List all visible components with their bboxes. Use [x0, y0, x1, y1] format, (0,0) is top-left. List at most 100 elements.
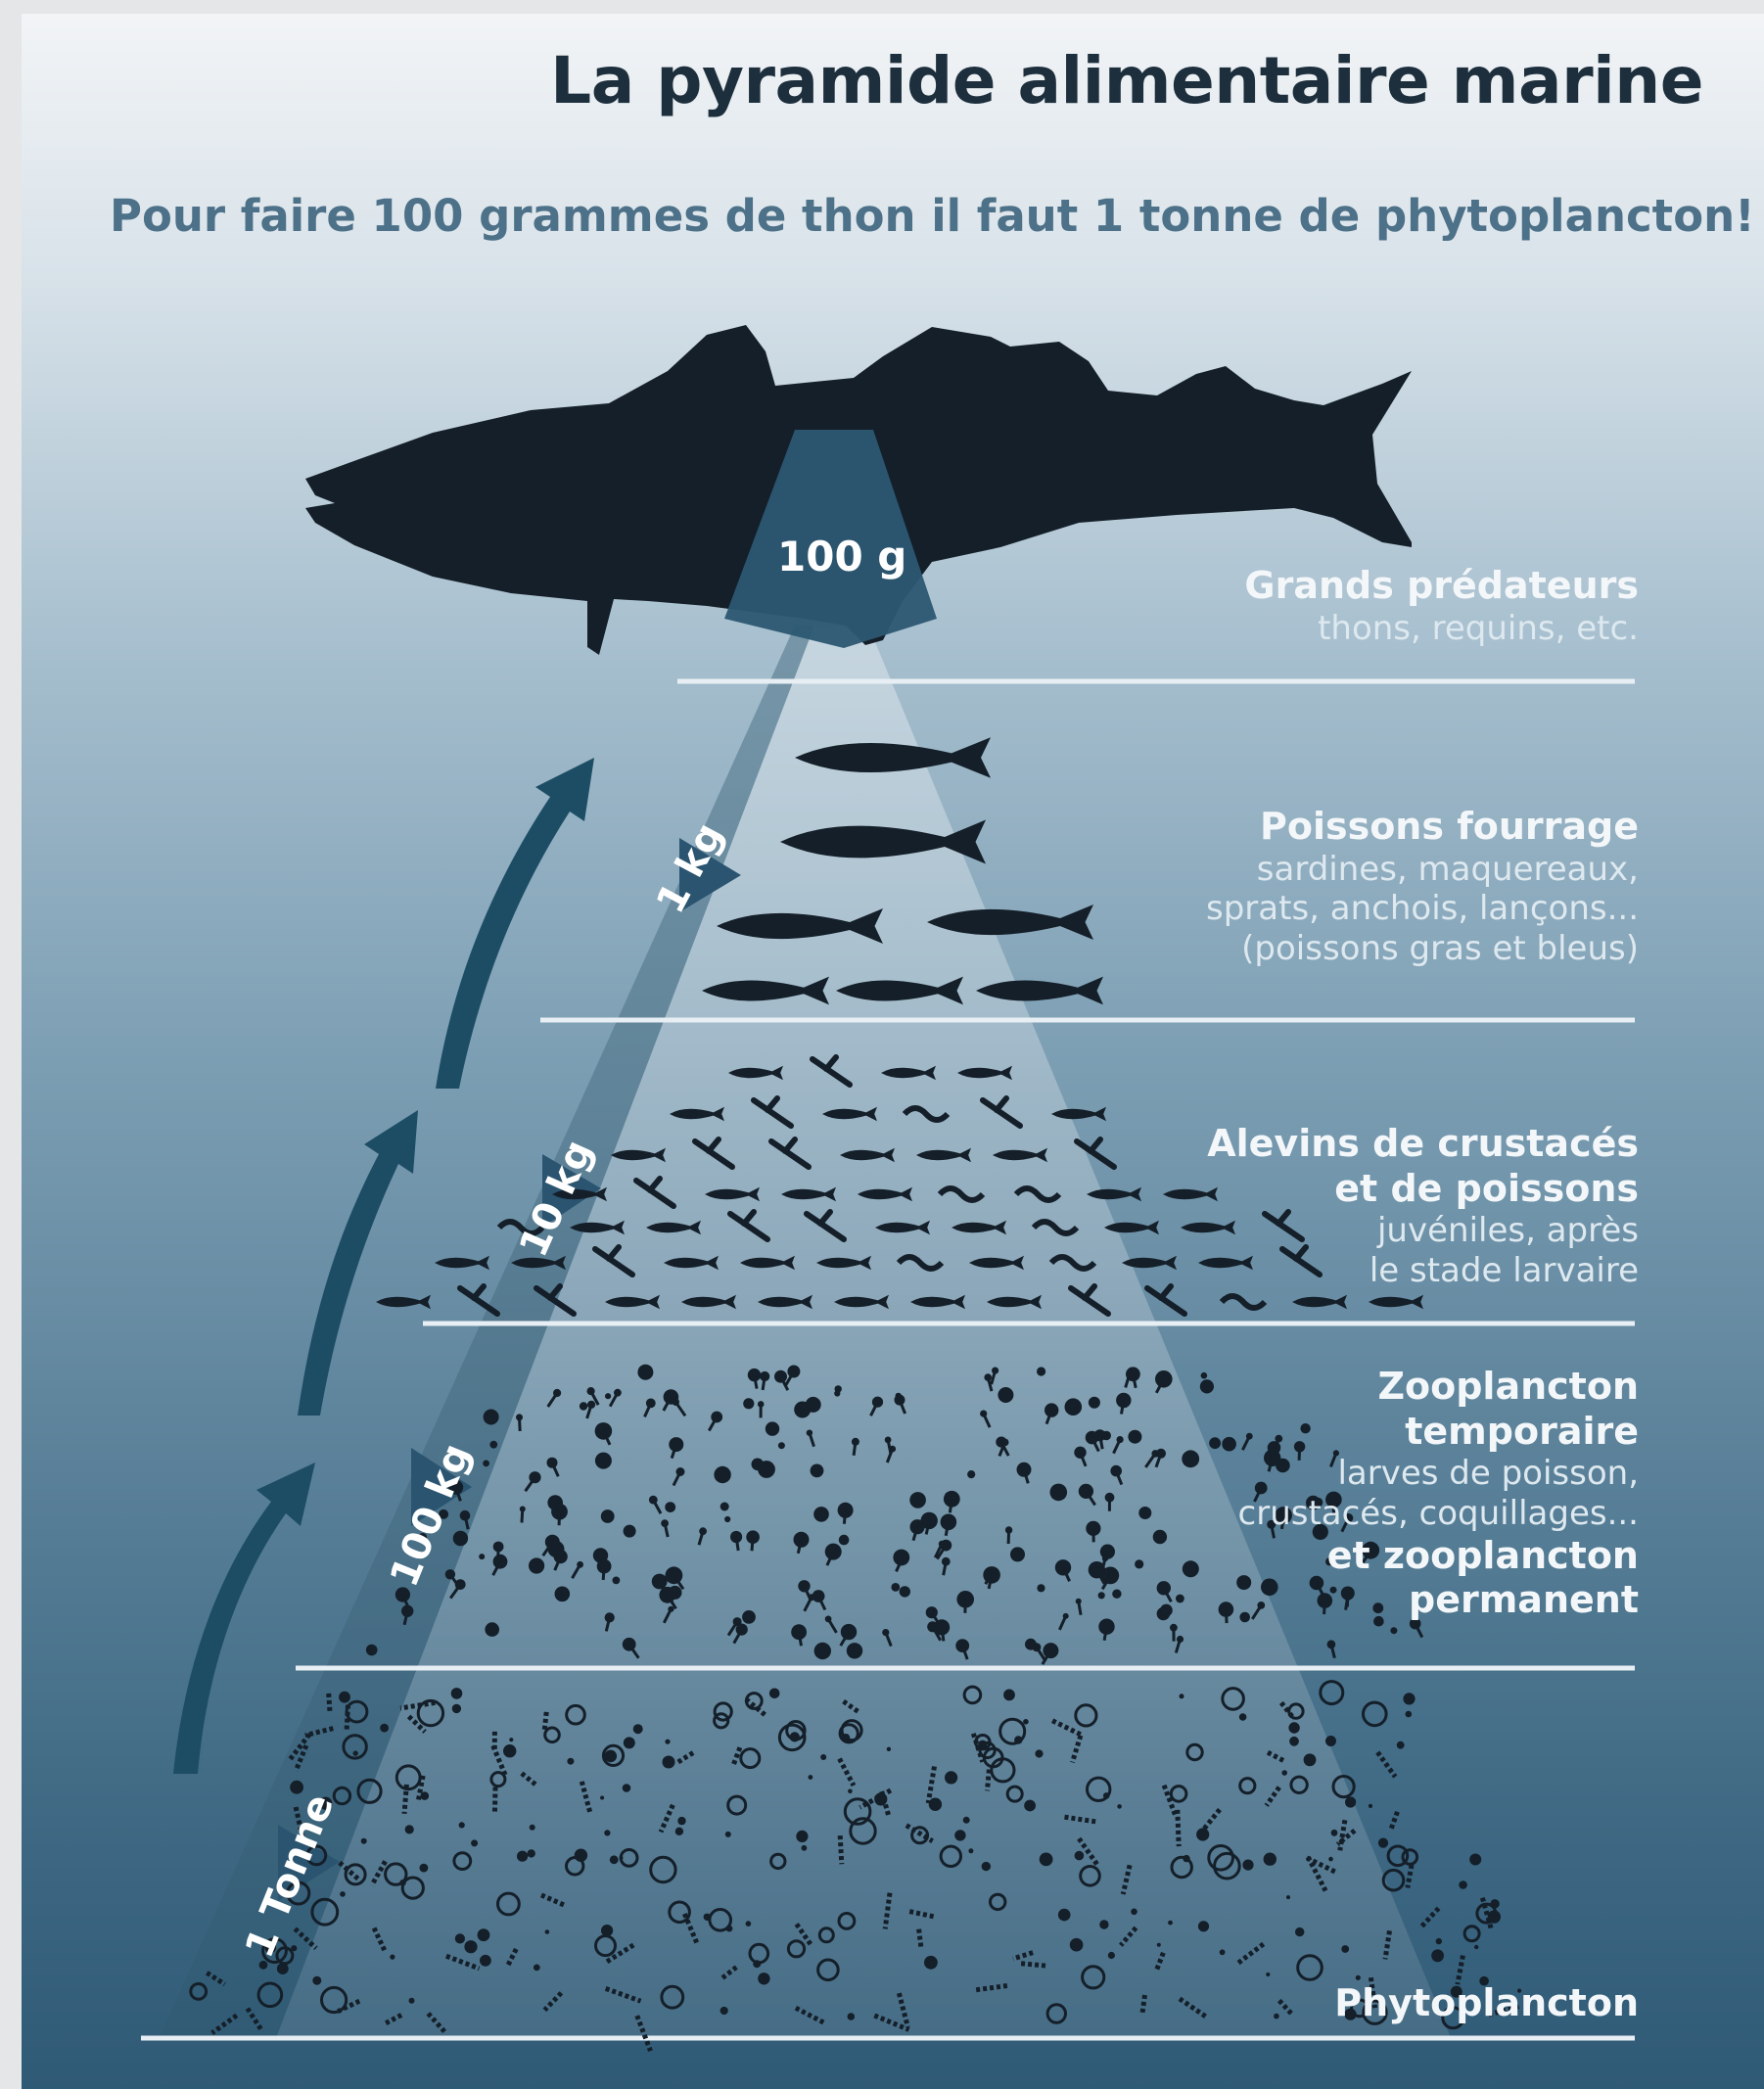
zooplankton-icon [724, 1516, 730, 1522]
phytoplankton-icon [1274, 2014, 1279, 2019]
phytoplankton-icon [1474, 1945, 1478, 1949]
phytoplankton-icon [820, 1754, 826, 1760]
zooplankton-icon [945, 1492, 951, 1498]
phytoplankton-icon [567, 1758, 574, 1765]
phytoplankton-icon [796, 1831, 808, 1842]
zooplankton-icon [624, 1525, 636, 1538]
zooplankton-icon [1110, 1465, 1122, 1477]
phytoplankton-icon [459, 1822, 465, 1828]
zooplankton-icon [752, 1537, 753, 1551]
zooplankton-icon [900, 1586, 910, 1597]
zooplankton-icon [580, 1402, 587, 1410]
phytoplankton-icon [919, 1929, 921, 1948]
phytoplankton-icon [600, 1796, 604, 1800]
zooplankton-icon [1390, 1627, 1397, 1634]
phytoplankton-icon [1286, 1895, 1290, 1899]
zooplankton-icon [1037, 1367, 1045, 1375]
zooplankton-icon [555, 1587, 571, 1602]
level-label-phytoplankton: Phytoplancton [1334, 1981, 1639, 2026]
phytoplankton-icon [1364, 1702, 1387, 1726]
zooplankton-icon [794, 1402, 811, 1418]
phytoplankton-icon [517, 1851, 528, 1862]
upward-arrow-icon [173, 1462, 315, 1774]
zooplankton-icon [967, 1470, 975, 1478]
phytoplankton-icon [758, 1973, 769, 1984]
phytoplankton-icon [1356, 1975, 1361, 1980]
phytoplankton-icon [380, 1724, 389, 1733]
phytoplankton-icon [1403, 1693, 1415, 1704]
zooplankton-icon [603, 1566, 604, 1580]
zooplankton-icon [1112, 1590, 1121, 1599]
zooplankton-icon [637, 1365, 653, 1380]
phytoplankton-icon [1058, 1909, 1071, 1922]
phytoplankton-icon [1378, 1838, 1388, 1848]
phytoplankton-icon [1328, 1857, 1333, 1862]
zooplankton-icon [942, 1627, 944, 1641]
phytoplankton-icon [945, 1771, 957, 1784]
phytoplankton-icon [665, 1740, 670, 1744]
phytoplankton-icon [842, 1734, 850, 1741]
zooplankton-icon [950, 1499, 952, 1512]
zooplankton-icon [814, 1643, 831, 1659]
phytoplankton-icon [1024, 1800, 1036, 1812]
level-label-forage: Poissons fourrage sardines, maquereaux, … [1206, 805, 1639, 969]
zooplankton-icon [763, 1376, 765, 1390]
zooplankton-icon [896, 1393, 902, 1399]
zooplankton-icon [1025, 1639, 1037, 1650]
phytoplankton-icon [1183, 1855, 1189, 1862]
level-name-line: et de poissons [1207, 1167, 1639, 1212]
level-name-line: Alevins de crustacés [1207, 1122, 1639, 1167]
zooplankton-icon [844, 1510, 845, 1524]
phytoplankton-icon [790, 1732, 800, 1741]
zooplankton-icon [1153, 1530, 1167, 1544]
phytoplankton-icon [624, 1737, 635, 1748]
zooplankton-icon [736, 1624, 748, 1636]
phytoplankton-icon [471, 1839, 478, 1846]
phytoplankton-icon [353, 1750, 358, 1755]
phytoplankton-icon [1369, 1804, 1372, 1808]
zooplankton-icon [720, 1503, 729, 1511]
level-extra-line: permanent [1238, 1578, 1639, 1623]
zooplankton-icon [1050, 1484, 1068, 1502]
phytoplankton-icon [545, 1929, 550, 1934]
phytoplankton-icon [677, 1817, 685, 1825]
phytoplankton-icon [528, 1849, 535, 1857]
phytoplankton-icon [1168, 1921, 1173, 1926]
zooplankton-icon [1010, 1547, 1025, 1561]
level-name: Poissons fourrage [1206, 805, 1639, 850]
zooplankton-icon [1222, 1437, 1236, 1452]
zooplankton-icon [1226, 1609, 1227, 1623]
level-name: Grands prédateurs [1244, 564, 1639, 609]
phytoplankton-icon [1003, 1690, 1015, 1701]
phytoplankton-icon [1198, 1921, 1209, 1931]
zooplankton-icon [834, 1390, 840, 1396]
phytoplankton-icon [604, 1830, 610, 1835]
phytoplankton-icon [480, 1955, 491, 1967]
zooplankton-icon [743, 1398, 754, 1409]
phytoplankton-icon [1014, 1736, 1022, 1743]
phytoplankton-icon [1388, 1846, 1408, 1866]
zooplankton-icon [601, 1509, 615, 1523]
phytoplankton-icon [1325, 1736, 1336, 1746]
zooplankton-icon [1089, 1397, 1100, 1409]
zooplankton-icon [909, 1492, 926, 1509]
phytoplankton-icon [610, 1855, 619, 1864]
zooplankton-icon [811, 1464, 824, 1478]
phytoplankton-icon [503, 1744, 516, 1757]
zooplankton-icon [485, 1622, 499, 1637]
phytoplankton-icon [478, 1928, 490, 1941]
zooplankton-icon [479, 1554, 485, 1559]
level-desc-line: (poissons gras et bleus) [1206, 929, 1639, 969]
phytoplankton-icon [623, 1784, 631, 1792]
phytoplankton-icon [746, 1921, 752, 1927]
phytoplankton-icon [329, 1694, 330, 1713]
zooplankton-icon [766, 1421, 779, 1435]
phytoplankton-icon [769, 1689, 780, 1699]
juvenile-icon [1292, 1295, 1347, 1309]
zooplankton-icon [593, 1548, 608, 1562]
zooplankton-icon [1182, 1450, 1199, 1467]
zooplankton-icon [366, 1645, 378, 1656]
phytoplankton-icon [1117, 1804, 1122, 1809]
phytoplankton-icon [968, 1848, 973, 1853]
level-label-predators: Grands prédateurs thons, requins, etc. [1244, 564, 1639, 648]
